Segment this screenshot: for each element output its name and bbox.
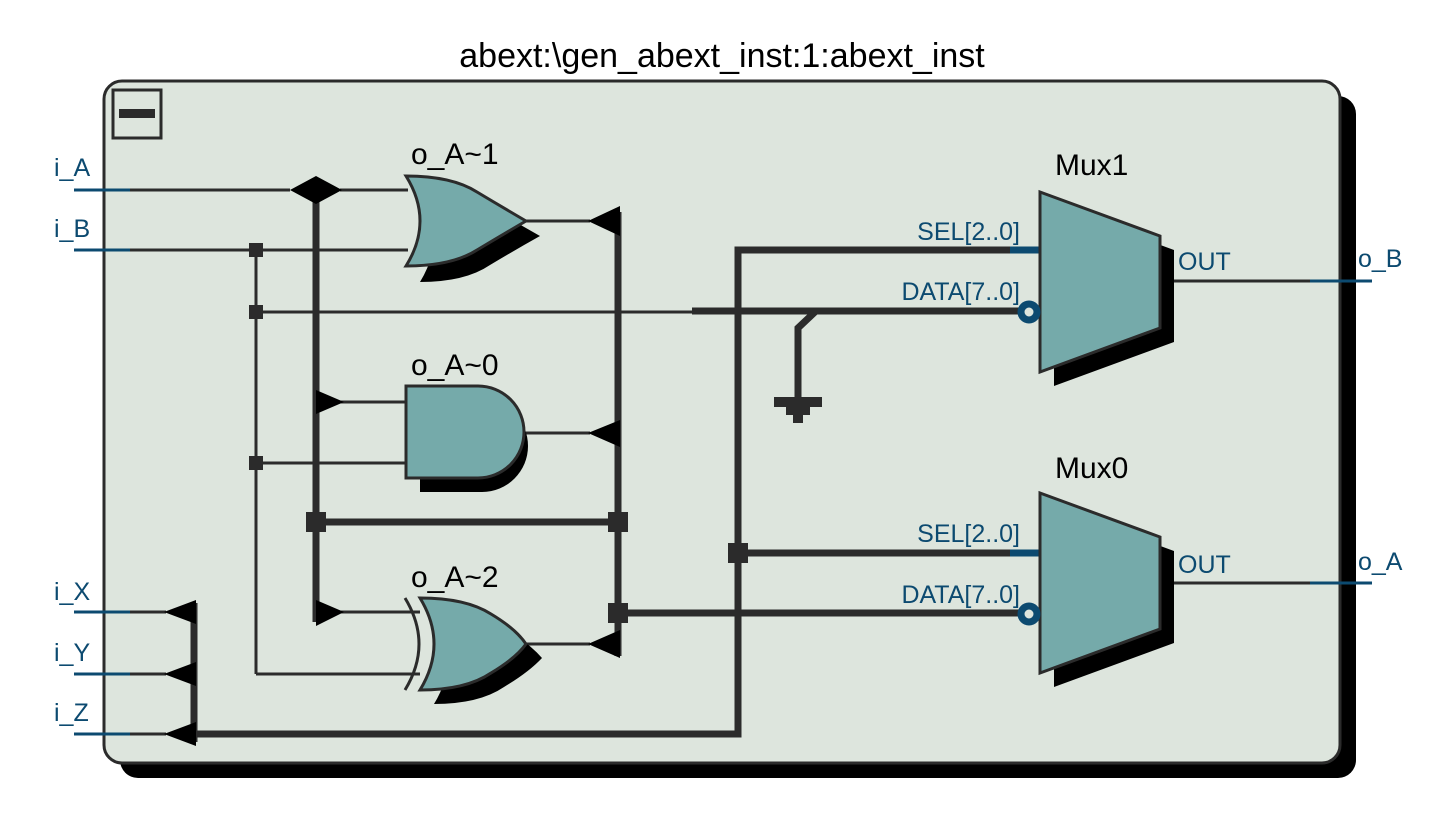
module-title: abext:\gen_abext_inst:1:abext_inst: [459, 37, 985, 75]
mux0-data-pin: DATA[7..0]: [901, 581, 1020, 609]
xor-gate[interactable]: [403, 596, 542, 704]
input-port-i-x[interactable]: i_X: [54, 578, 90, 606]
mux0-out-pin: OUT: [1178, 551, 1231, 579]
mux1-block[interactable]: [1038, 189, 1174, 386]
ground-icon: [774, 397, 822, 423]
mux1-label: Mux1: [1055, 149, 1128, 182]
xor-gate-label: o_A~2: [411, 561, 499, 594]
port-stubs: [74, 188, 1372, 736]
output-port-o-a[interactable]: o_A: [1358, 548, 1403, 576]
collapse-minus-icon[interactable]: [111, 88, 163, 140]
mux1-data-pin: DATA[7..0]: [901, 278, 1020, 306]
or-gate[interactable]: [403, 174, 540, 282]
input-port-i-a[interactable]: i_A: [54, 154, 90, 182]
mux0-block[interactable]: [1038, 490, 1174, 687]
input-port-i-b[interactable]: i_B: [54, 215, 90, 243]
input-port-i-y[interactable]: i_Y: [54, 639, 90, 667]
or-gate-label: o_A~1: [411, 138, 499, 171]
input-port-i-z[interactable]: i_Z: [54, 699, 89, 727]
mux0-sel-pin: SEL[2..0]: [917, 520, 1020, 548]
and-gate[interactable]: [404, 384, 528, 492]
mux0-label: Mux0: [1055, 452, 1128, 485]
and-gate-label: o_A~0: [411, 349, 499, 382]
mux1-sel-pin: SEL[2..0]: [917, 218, 1020, 246]
inversion-bubbles: [1017, 300, 1041, 626]
output-port-o-b[interactable]: o_B: [1358, 245, 1402, 273]
bus-rippers: [164, 176, 620, 746]
junction-dots: [249, 243, 748, 623]
mux1-out-pin: OUT: [1178, 248, 1231, 276]
